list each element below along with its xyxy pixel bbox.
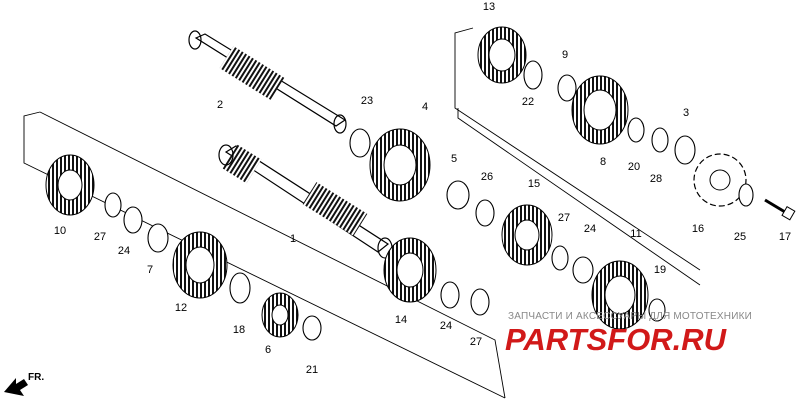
part-number-15: 15 <box>528 178 540 190</box>
watermark-logo: PARTSFOR.RU <box>505 322 728 357</box>
part-number-14: 14 <box>395 314 407 326</box>
part-number-18: 18 <box>233 324 245 336</box>
part-number-24: 24 <box>584 223 596 235</box>
bolt-17 <box>764 198 796 221</box>
washers <box>104 60 754 341</box>
gear-11 <box>591 260 649 330</box>
arrow-icon <box>4 378 28 396</box>
part-number-12: 12 <box>175 302 187 314</box>
gear-12 <box>172 231 228 299</box>
parts-shapes <box>45 26 796 341</box>
gear-6 <box>261 292 299 338</box>
part-number-26: 26 <box>481 171 493 183</box>
gear-15 <box>501 204 553 266</box>
left-assembly-frame <box>23 111 506 399</box>
part-number-16: 16 <box>692 223 704 235</box>
part-number-7: 7 <box>147 264 153 276</box>
watermark-tagline: ЗАПЧАСТИ И АКСЕССУАРЫ ДЛЯ МОТОТЕХНИКИ <box>508 311 752 322</box>
part-number-1: 1 <box>290 233 296 245</box>
part-number-13: 13 <box>483 1 495 13</box>
part-number-27: 27 <box>558 212 570 224</box>
gear-4 <box>369 128 431 202</box>
part-number-2: 2 <box>217 99 223 111</box>
part-number-28: 28 <box>650 173 662 185</box>
part-number-23: 23 <box>361 95 373 107</box>
part-number-21: 21 <box>306 364 318 376</box>
part-number-8: 8 <box>600 156 606 168</box>
front-direction-indicator: FR. <box>4 372 44 396</box>
part-number-24: 24 <box>440 320 452 332</box>
part-number-6: 6 <box>265 344 271 356</box>
countershaft <box>218 144 393 259</box>
part-number-22: 22 <box>522 96 534 108</box>
part-number-9: 9 <box>562 49 568 61</box>
right-assembly-frame <box>454 27 701 286</box>
part-number-27: 27 <box>470 336 482 348</box>
fr-label: FR. <box>28 372 44 383</box>
gear-14 <box>383 237 437 303</box>
part-number-20: 20 <box>628 161 640 173</box>
part-number-4: 4 <box>422 101 428 113</box>
gear-13 <box>477 26 527 84</box>
watermark: ЗАПЧАСТИ И АКСЕССУАРЫ ДЛЯ МОТОТЕХНИКИ PA… <box>505 311 752 357</box>
part-number-17: 17 <box>779 231 791 243</box>
part-number-24: 24 <box>118 245 130 257</box>
part-number-labels: 13 22 9 8 20 28 3 16 25 17 2 23 4 5 26 15 27 24 11 19 1 10 27 2… <box>54 1 791 376</box>
part-number-27: 27 <box>94 231 106 243</box>
gear-10 <box>45 154 95 216</box>
part-number-25: 25 <box>734 231 746 243</box>
part-number-10: 10 <box>54 225 66 237</box>
part-number-5: 5 <box>451 153 457 165</box>
sprocket-16 <box>693 153 747 207</box>
part-number-19: 19 <box>654 264 666 276</box>
part-number-11: 11 <box>630 228 641 240</box>
part-number-3: 3 <box>683 107 689 119</box>
mainshaft <box>188 30 347 134</box>
gear-8 <box>571 75 629 145</box>
